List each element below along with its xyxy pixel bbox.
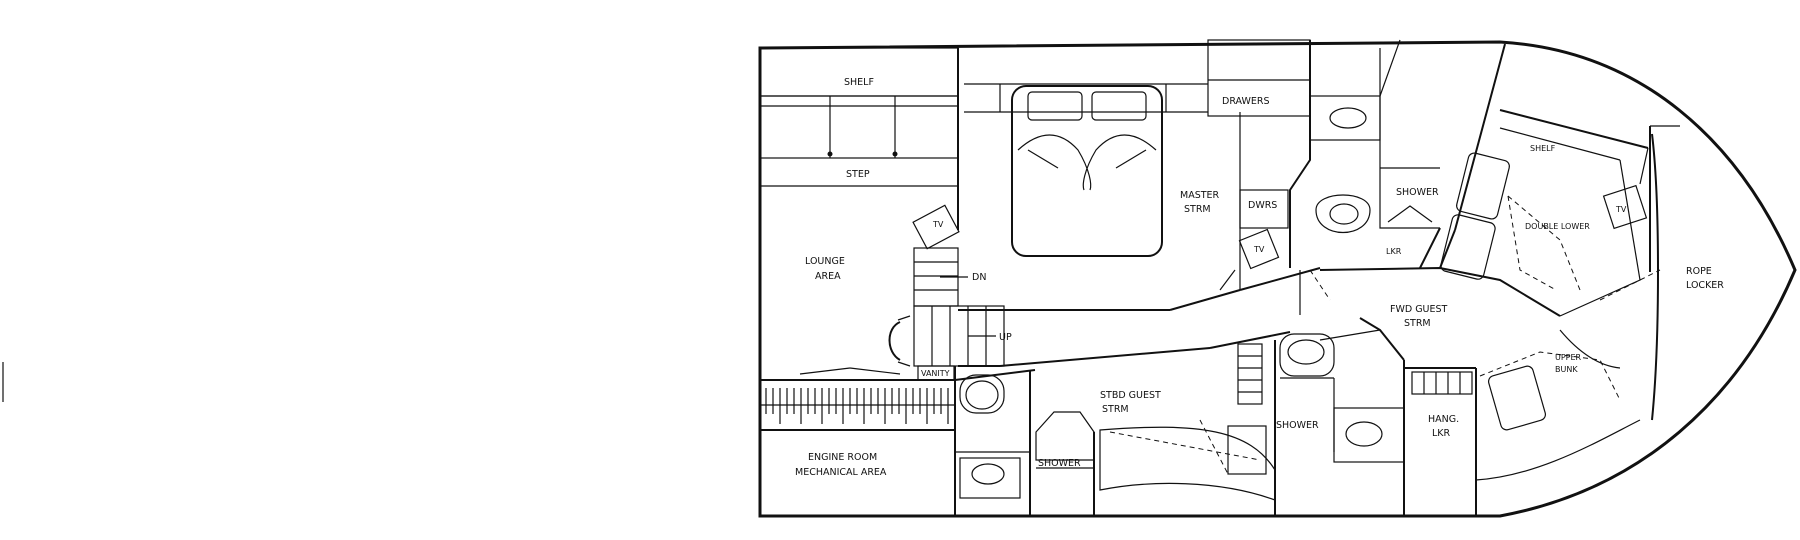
master-stateroom — [958, 39, 1321, 367]
label-shower-aft: SHOWER — [1038, 458, 1081, 469]
label-shelf: SHELF — [844, 77, 874, 88]
label-upper-bunk: UPPER — [1555, 353, 1582, 362]
label-master-stateroom: MASTER — [1180, 190, 1220, 201]
label-tv-master: TV — [1253, 245, 1265, 254]
label-hang-lkr: HANG. — [1428, 414, 1459, 425]
label-shower-fwd: SHOWER — [1396, 187, 1439, 198]
bow-cabin — [1379, 39, 1680, 481]
hull-outline — [758, 40, 1797, 518]
label-dwrs: DWRS — [1248, 200, 1277, 211]
fwd-guest-stateroom — [1289, 40, 1561, 516]
engine-room-grate — [765, 388, 949, 424]
label-vanity: VANITY — [921, 369, 950, 378]
label-hang-lkr-2: LKR — [1432, 428, 1451, 439]
label-lkr: LKR — [1386, 247, 1402, 256]
stbd-guest-stateroom — [954, 333, 1405, 516]
label-lounge-area: LOUNGE — [805, 256, 845, 267]
label-up: UP — [999, 332, 1012, 343]
label-fwd-guest: FWD GUEST — [1390, 304, 1448, 315]
label-tv-lounge: TV — [932, 220, 944, 229]
label-step: STEP — [846, 169, 870, 180]
aft-section — [759, 47, 1005, 516]
label-fwd-guest-2: STRM — [1404, 318, 1431, 329]
label-tv-fwd: TV — [1615, 205, 1627, 214]
label-rope-locker: ROPE — [1686, 266, 1712, 277]
label-upper-bunk-2: BUNK — [1555, 365, 1578, 374]
label-mechanical-area: MECHANICAL AREA — [795, 467, 887, 478]
label-stbd-guest-2: STRM — [1102, 404, 1129, 415]
label-dn: DN — [972, 272, 986, 283]
label-double-lower: DOUBLE LOWER — [1525, 222, 1590, 231]
label-shower-mid: SHOWER — [1276, 420, 1319, 431]
label-stbd-guest: STBD GUEST — [1100, 390, 1161, 401]
label-rope-locker-2: LOCKER — [1686, 280, 1724, 291]
label-master-stateroom-2: STRM — [1184, 204, 1211, 215]
label-drawers: DRAWERS — [1222, 96, 1270, 107]
label-lounge-area-2: AREA — [815, 271, 841, 282]
label-shelf-fwd: SHELF — [1530, 144, 1556, 153]
label-engine-room: ENGINE ROOM — [808, 452, 877, 463]
